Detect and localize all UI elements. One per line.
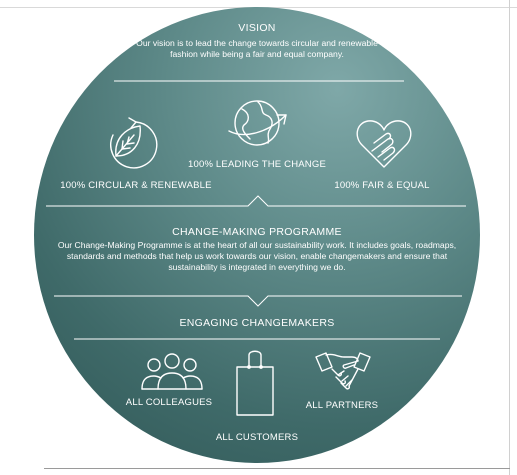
partners-label: ALL PARTNERS	[305, 400, 379, 411]
right-rule	[509, 0, 510, 475]
globe-icon	[228, 100, 287, 146]
people-group-icon	[141, 353, 203, 390]
leaf-recycle-icon	[110, 117, 158, 169]
pillar-fair-label: 100% FAIR & EQUAL	[334, 180, 430, 191]
vision-body: Our vision is to lead the change towards…	[136, 38, 378, 59]
pillar-leading-label: 100% LEADING THE CHANGE	[188, 159, 326, 170]
colleagues-label: ALL COLLEAGUES	[125, 397, 213, 408]
programme-divider	[54, 295, 462, 307]
sustainability-circle: VISION Our vision is to lead the change …	[34, 7, 480, 463]
programme-title: CHANGE-MAKING PROGRAMME	[172, 226, 342, 238]
changemakers-title: ENGAGING CHANGEMAKERS	[179, 317, 335, 329]
heart-hands-icon	[356, 120, 412, 168]
programme-body: Our Change-Making Programme is at the he…	[57, 240, 457, 272]
handshake-icon	[315, 352, 371, 390]
divider-lines	[46, 80, 466, 340]
vision-title: VISION	[238, 22, 276, 34]
customers-label: ALL CUSTOMERS	[215, 432, 299, 443]
bottom-rule	[44, 468, 510, 469]
shopping-bag-icon	[236, 350, 274, 416]
pillars-divider	[46, 195, 466, 207]
pillar-circular-label: 100% CIRCULAR & RENEWABLE	[60, 180, 212, 191]
